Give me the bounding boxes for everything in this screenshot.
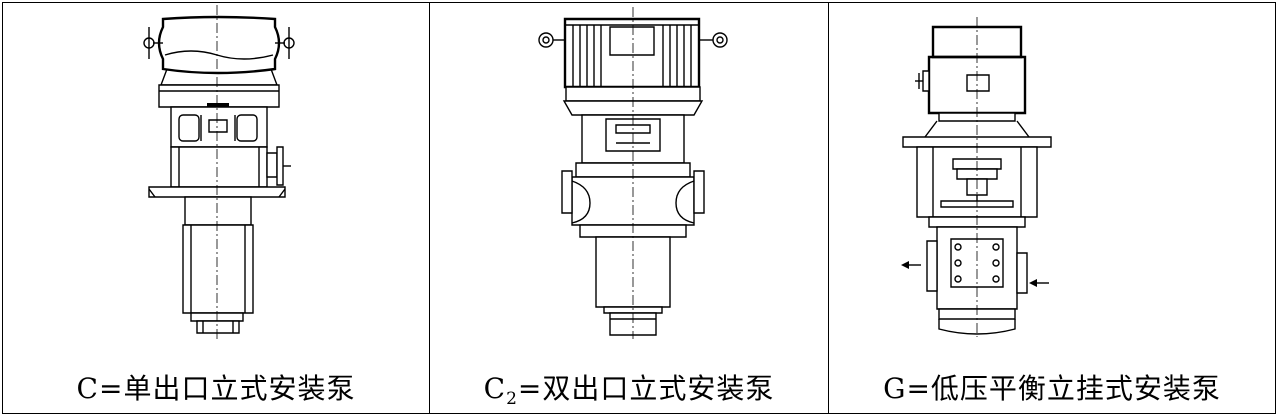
cover-bolts	[955, 244, 999, 282]
caption-c2-prefix: C	[483, 372, 507, 405]
panel-g-low-pressure-balanced: G=低压平衡立挂式安装泵	[828, 2, 1276, 414]
caption-c2-subscript: 2	[506, 389, 518, 409]
caption-g-prefix: G	[883, 372, 907, 405]
caption-c2-suffix: =双出口立式安装泵	[517, 372, 775, 405]
double-outlet-vertical-pump-drawing	[430, 3, 830, 363]
caption-c: C=单出口立式安装泵	[3, 367, 429, 409]
motor-fins	[573, 25, 691, 87]
caption-c-prefix: C	[76, 372, 99, 405]
caption-g: G=低压平衡立挂式安装泵	[829, 367, 1275, 409]
panel-c2-double-outlet: C2=双出口立式安装泵	[429, 2, 829, 414]
single-outlet-vertical-pump-drawing	[3, 3, 431, 363]
caption-c-suffix: =单出口立式安装泵	[98, 372, 356, 405]
low-pressure-balanced-hanging-pump-drawing	[901, 3, 1277, 363]
panel-c-single-outlet: C=单出口立式安装泵	[2, 2, 430, 414]
caption-c2: C2=双出口立式安装泵	[430, 367, 828, 409]
caption-g-suffix: =低压平衡立挂式安装泵	[906, 372, 1221, 405]
